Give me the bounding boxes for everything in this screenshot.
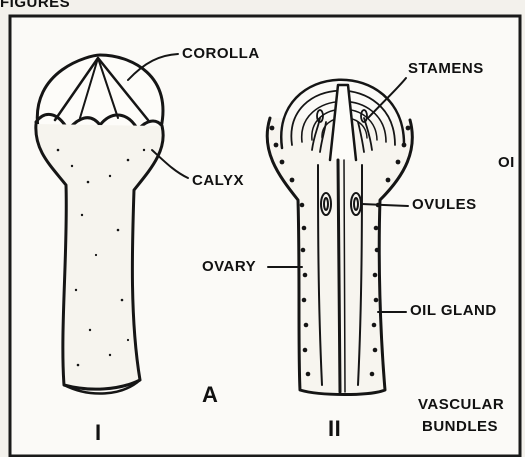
right-edge-cut-label: OI xyxy=(498,154,515,171)
vascular-label-line2: BUNDLES xyxy=(422,418,498,435)
stamens-label: STAMENS xyxy=(408,60,484,77)
panel-letter-label: A xyxy=(202,382,218,408)
ovary-label: OVARY xyxy=(202,258,256,275)
figure-two-numeral: II xyxy=(328,416,341,442)
corolla-label: COROLLA xyxy=(182,45,260,62)
header-cut-text: FIGURES xyxy=(0,0,70,11)
figure-one-numeral: I xyxy=(95,420,102,446)
oil-gland-label: OIL GLAND xyxy=(410,302,497,319)
ovules-label: OVULES xyxy=(412,196,477,213)
vascular-label-line1: VASCULAR xyxy=(418,396,504,413)
calyx-label: CALYX xyxy=(192,172,244,189)
central-axis xyxy=(338,160,340,392)
